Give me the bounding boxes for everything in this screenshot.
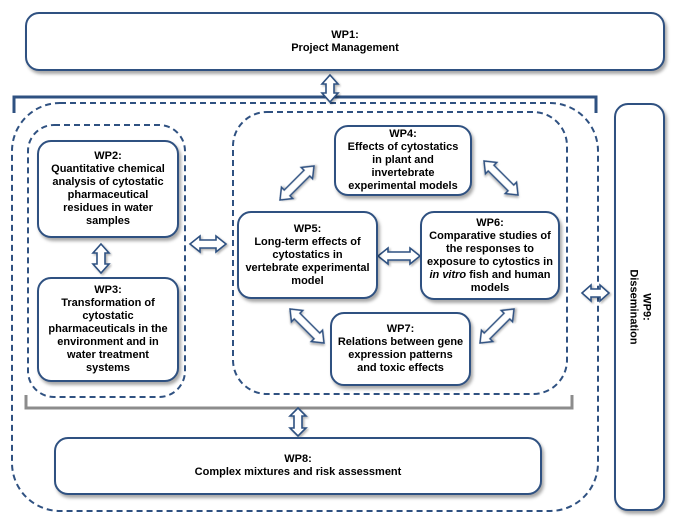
wp6-box: WP6: Comparative studies of the response… — [420, 211, 560, 300]
wp5-text: Long-term effects of cytostatics in vert… — [245, 235, 370, 287]
wp7-title: WP7: — [386, 323, 415, 335]
wp6-tail: fish and human — [466, 268, 551, 281]
outer-dashed-region — [11, 102, 599, 512]
wp2-text: Quantitative chemical analysis of cytost… — [51, 163, 165, 227]
wp6-text-line4: in vitro fish and human — [429, 269, 550, 282]
arrow-wp6-wp7 — [479, 308, 515, 344]
wp3-text: Transformation of cytostatic pharmaceuti… — [48, 297, 168, 374]
wp9-text: Dissemination — [627, 269, 640, 345]
wp8-text: Complex mixtures and risk assessment — [194, 466, 402, 478]
left-dashed-group — [27, 124, 186, 398]
wp7-text: Relations between gene expression patter… — [337, 336, 464, 374]
wp4-box: WP4: Effects of cytostatics in plant and… — [334, 125, 472, 196]
wp1-text: Project Management — [291, 41, 399, 54]
wp8-box: WP8: Complex mixtures and risk assessmen… — [54, 437, 542, 495]
arrow-wp4-wp6 — [483, 160, 519, 196]
wp2-box: WP2: Quantitative chemical analysis of c… — [37, 140, 179, 238]
wp3-title: WP3: — [94, 284, 122, 296]
wp1-title: WP1: — [331, 28, 359, 41]
wp6-title: WP6: — [476, 216, 504, 229]
arrow-left-center — [188, 234, 228, 254]
arrow-wp4-wp5 — [279, 165, 315, 201]
wp1-box: WP1: Project Management — [25, 12, 665, 71]
wp6-last: models — [470, 281, 510, 294]
wp3-box: WP3: Transformation of cytostatic pharma… — [37, 277, 179, 382]
wp9-box: WP9: Dissemination — [614, 103, 665, 511]
wp9-title: WP9: — [640, 293, 653, 321]
arrow-wp2-wp3 — [91, 242, 111, 275]
wp5-title: WP5: — [293, 222, 322, 235]
wp8-title: WP8: — [284, 453, 312, 465]
arrow-bracket-wp8 — [288, 406, 308, 438]
wp4-title: WP4: — [389, 128, 417, 140]
wp5-box: WP5: Long-term effects of cytostatics in… — [237, 211, 378, 299]
arrow-wp1-bracket — [320, 73, 340, 104]
wp6-text: Comparative studies of the responses to … — [427, 229, 553, 268]
wp7-box: WP7: Relations between gene expression p… — [330, 312, 471, 386]
arrow-wp5-wp7 — [289, 308, 325, 344]
wp4-text: Effects of cytostatics in plant and inve… — [347, 141, 459, 192]
lower-bracket — [24, 395, 574, 410]
wp6-italic: in vitro — [429, 268, 467, 281]
wp2-title: WP2: — [94, 150, 122, 162]
top-bracket — [12, 95, 598, 113]
center-dashed-group — [232, 111, 568, 395]
arrow-center-wp9 — [580, 283, 611, 303]
arrow-wp5-wp6 — [376, 246, 422, 266]
